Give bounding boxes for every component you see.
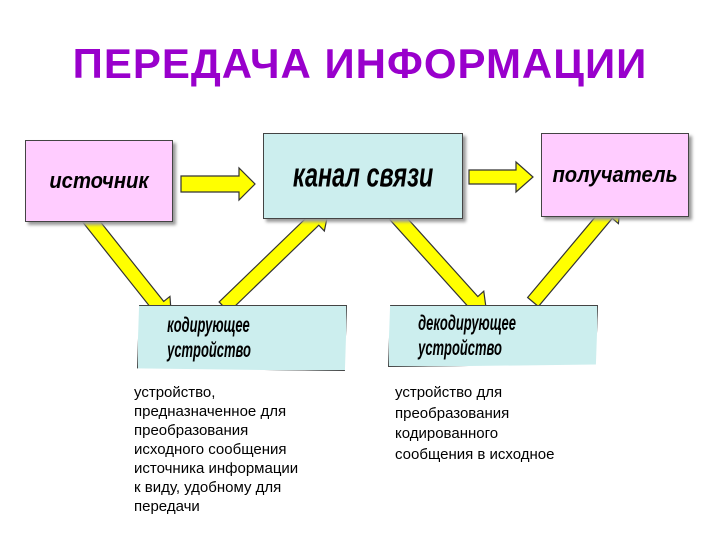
node-receiver-label: получатель (552, 162, 678, 187)
node-decoder-label: декодирующее устройство (418, 310, 516, 360)
encoder-description: устройство, предназначенное для преобраз… (134, 384, 299, 515)
arrow-channel-to-receiver (468, 160, 534, 194)
decoder-description: устройство для преобразования кодированн… (395, 384, 555, 463)
node-encoder: кодирующее устройство (137, 305, 347, 371)
node-decoder: декодирующее устройство (388, 305, 598, 367)
node-channel-label: канал связи (292, 156, 434, 195)
node-receiver: получатель (541, 133, 689, 217)
node-encoder-label: кодирующее устройство (167, 312, 251, 362)
node-source-label: источник (49, 168, 149, 193)
arrow-source-to-channel (180, 166, 256, 202)
node-channel: канал связи (263, 133, 463, 219)
node-source: источник (25, 140, 173, 222)
diagram-title: ПЕРЕДАЧА ИНФОРМАЦИИ (72, 40, 648, 87)
